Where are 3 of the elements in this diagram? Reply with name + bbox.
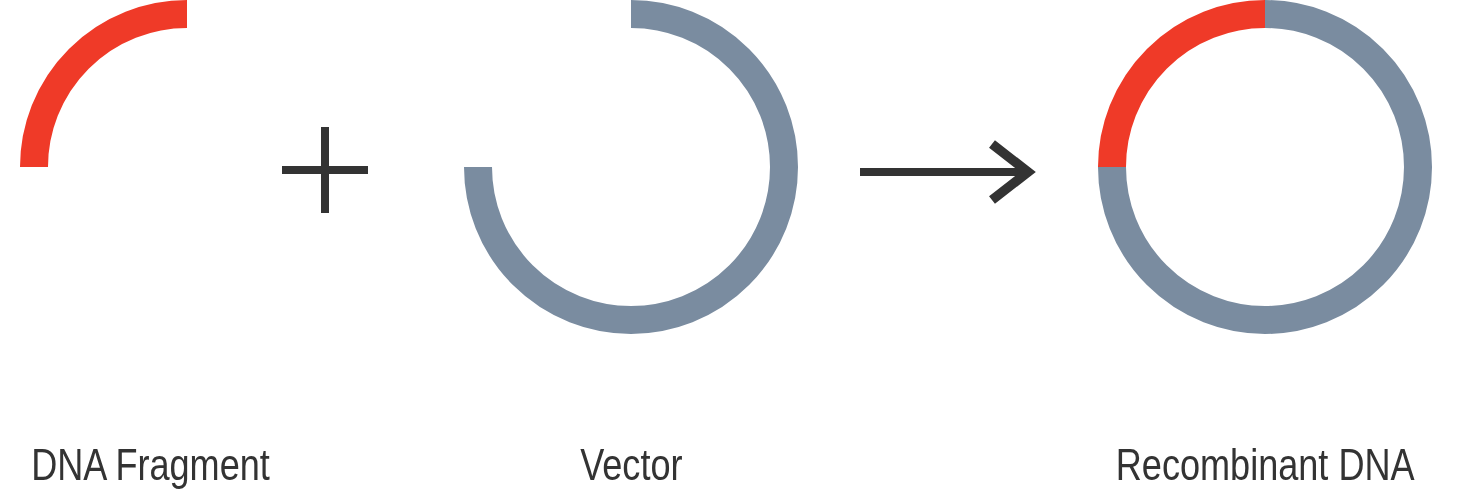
node-label: DNA Fragment bbox=[30, 440, 270, 490]
node-label: Vector bbox=[579, 440, 682, 490]
node-label: Recombinant DNA bbox=[1115, 440, 1415, 490]
